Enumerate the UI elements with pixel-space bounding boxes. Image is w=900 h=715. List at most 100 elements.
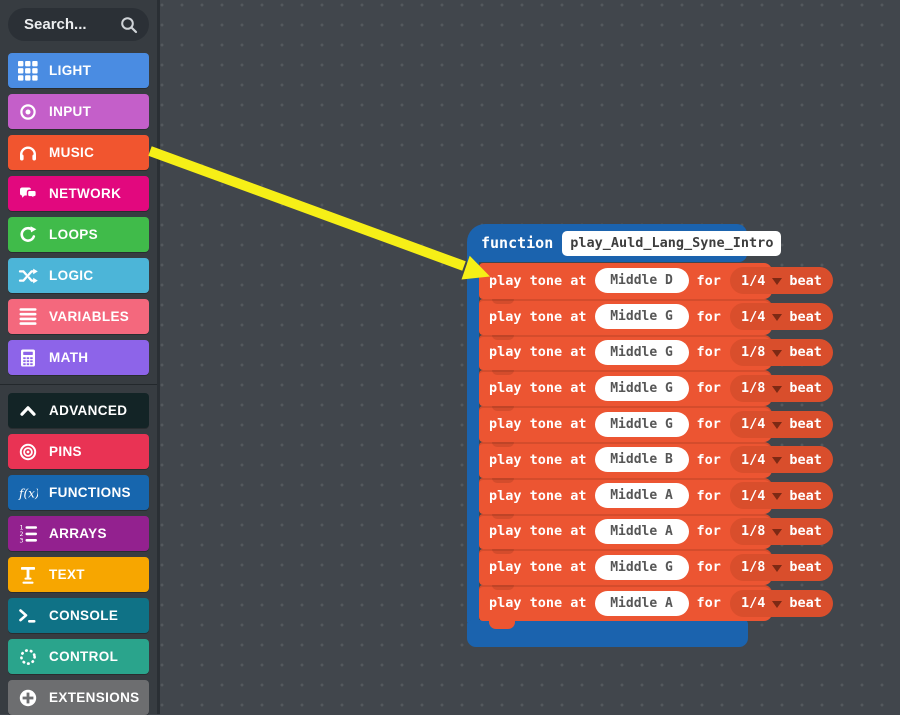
search-input[interactable]	[22, 15, 119, 34]
play-tone-block[interactable]: play tone at Middle A for 1/4 beat	[479, 585, 833, 621]
play-tone-label: play tone at	[489, 559, 587, 576]
for-label: for	[696, 380, 721, 397]
sidebar-item-label: LIGHT	[49, 63, 92, 78]
note-value-field[interactable]: Middle A	[594, 483, 689, 509]
play-tone-block[interactable]: play tone at Middle B for 1/4 beat	[479, 441, 833, 478]
play-tone-label: play tone at	[489, 523, 587, 540]
for-label: for	[696, 559, 721, 576]
sidebar-item-label: EXTENSIONS	[49, 690, 140, 705]
sidebar-item-network[interactable]: NETWORK	[8, 176, 149, 211]
for-label: for	[696, 308, 721, 325]
terminal-icon	[18, 606, 38, 626]
beat-label: beat	[789, 308, 822, 325]
loop-icon	[18, 225, 38, 245]
sidebar-item-input[interactable]: INPUT	[8, 94, 149, 129]
play-tone-block[interactable]: play tone at Middle G for 1/4 beat	[479, 298, 833, 335]
play-tone-block[interactable]: play tone at Middle D for 1/4 beat	[479, 263, 833, 299]
sidebar-item-console[interactable]: CONSOLE	[8, 598, 149, 633]
headphones-icon	[18, 143, 38, 163]
note-value-field[interactable]: Middle G	[594, 411, 689, 437]
play-tone-block[interactable]: play tone at Middle G for 1/8 beat	[479, 549, 833, 586]
sidebar-item-label: ADVANCED	[49, 403, 128, 418]
beat-dropdown[interactable]: 1/4 beat	[729, 589, 833, 617]
sidebar-item-variables[interactable]: VARIABLES	[8, 299, 149, 334]
sidebar-item-pins[interactable]: PINS	[8, 434, 149, 469]
sidebar-item-extensions[interactable]: EXTENSIONS	[8, 680, 149, 715]
sidebar-item-logic[interactable]: LOGIC	[8, 258, 149, 293]
play-tone-label: play tone at	[489, 416, 587, 433]
dropdown-caret-icon	[772, 314, 783, 322]
play-tone-label: play tone at	[489, 487, 587, 504]
play-tone-label: play tone at	[489, 380, 587, 397]
sidebar-item-light[interactable]: LIGHT	[8, 53, 149, 88]
sidebar-item-math[interactable]: MATH	[8, 340, 149, 375]
function-name-field[interactable]: play_Auld_Lang_Syne_Intro	[562, 230, 782, 256]
sidebar-item-functions[interactable]: f(x) FUNCTIONS	[8, 475, 149, 510]
beat-dropdown[interactable]: 1/4 beat	[729, 482, 833, 510]
svg-text:f(x): f(x)	[18, 486, 38, 500]
sidebar-divider	[0, 384, 157, 385]
beat-dropdown[interactable]: 1/8 beat	[729, 374, 833, 402]
play-tone-block[interactable]: play tone at Middle A for 1/4 beat	[479, 477, 833, 514]
sidebar-item-advanced[interactable]: ADVANCED	[8, 393, 149, 428]
play-tone-label: play tone at	[489, 272, 587, 289]
circle-dot-icon	[18, 102, 38, 122]
dropdown-caret-icon	[772, 457, 783, 465]
beat-dropdown[interactable]: 1/4 beat	[729, 410, 833, 438]
statement-bottom-connector	[489, 619, 515, 629]
beat-dropdown[interactable]: 1/4 beat	[729, 303, 833, 331]
for-label: for	[696, 344, 721, 361]
beat-label: beat	[789, 559, 822, 576]
for-label: for	[696, 487, 721, 504]
beat-fraction: 1/8	[740, 523, 766, 540]
beat-dropdown[interactable]: 1/8 beat	[729, 517, 833, 545]
beat-dropdown[interactable]: 1/4 beat	[729, 267, 833, 295]
note-value-field[interactable]: Middle A	[594, 518, 689, 544]
note-value-field[interactable]: Middle G	[594, 304, 689, 330]
chat-bubbles-icon	[18, 184, 38, 204]
sidebar-item-label: VARIABLES	[49, 309, 130, 324]
play-tone-block[interactable]: play tone at Middle G for 1/4 beat	[479, 406, 833, 442]
beat-label: beat	[789, 487, 822, 504]
function-block-left-wall	[467, 258, 479, 622]
sidebar-item-label: FUNCTIONS	[49, 485, 131, 500]
sidebar-item-music[interactable]: MUSIC	[8, 135, 149, 170]
block-category-sidebar: LIGHT INPUT MUSIC NETWORK LOOPS LOGIC VA…	[0, 0, 160, 715]
play-tone-label: play tone at	[489, 451, 587, 468]
dotted-circle-icon	[18, 647, 38, 667]
beat-label: beat	[789, 416, 822, 433]
play-tone-block[interactable]: play tone at Middle A for 1/8 beat	[479, 513, 833, 550]
sidebar-item-label: CONTROL	[49, 649, 119, 664]
sidebar-item-loops[interactable]: LOOPS	[8, 217, 149, 252]
note-value-field[interactable]: Middle A	[594, 590, 689, 616]
note-value-field[interactable]: Middle B	[594, 447, 689, 473]
note-value-field[interactable]: Middle D	[594, 268, 689, 294]
function-block-header[interactable]: function play_Auld_Lang_Syne_Intro	[467, 224, 782, 262]
dropdown-caret-icon	[772, 493, 783, 501]
beat-label: beat	[789, 451, 822, 468]
beat-label: beat	[789, 272, 822, 289]
bullseye-icon	[18, 442, 38, 462]
play-tone-block[interactable]: play tone at Middle G for 1/8 beat	[479, 334, 833, 371]
beat-dropdown[interactable]: 1/8 beat	[729, 553, 833, 581]
dropdown-caret-icon	[772, 421, 783, 429]
note-value-field[interactable]: Middle G	[594, 339, 689, 365]
search-box[interactable]	[8, 8, 149, 41]
sidebar-item-label: ARRAYS	[49, 526, 107, 541]
sidebar-item-label: NETWORK	[49, 186, 122, 201]
note-value-field[interactable]: Middle G	[594, 375, 689, 401]
beat-dropdown[interactable]: 1/4 beat	[729, 446, 833, 474]
plus-circle-icon	[18, 688, 38, 708]
svg-text:1: 1	[20, 524, 24, 532]
note-value-field[interactable]: Middle G	[594, 554, 689, 580]
play-tone-block[interactable]: play tone at Middle G for 1/8 beat	[479, 370, 833, 407]
sidebar-item-control[interactable]: CONTROL	[8, 639, 149, 674]
for-label: for	[696, 451, 721, 468]
search-icon[interactable]	[119, 15, 139, 35]
beat-fraction: 1/4	[740, 487, 766, 504]
category-list: LIGHT INPUT MUSIC NETWORK LOOPS LOGIC VA…	[0, 53, 157, 715]
beat-dropdown[interactable]: 1/8 beat	[729, 338, 833, 366]
sidebar-item-text[interactable]: TEXT	[8, 557, 149, 592]
